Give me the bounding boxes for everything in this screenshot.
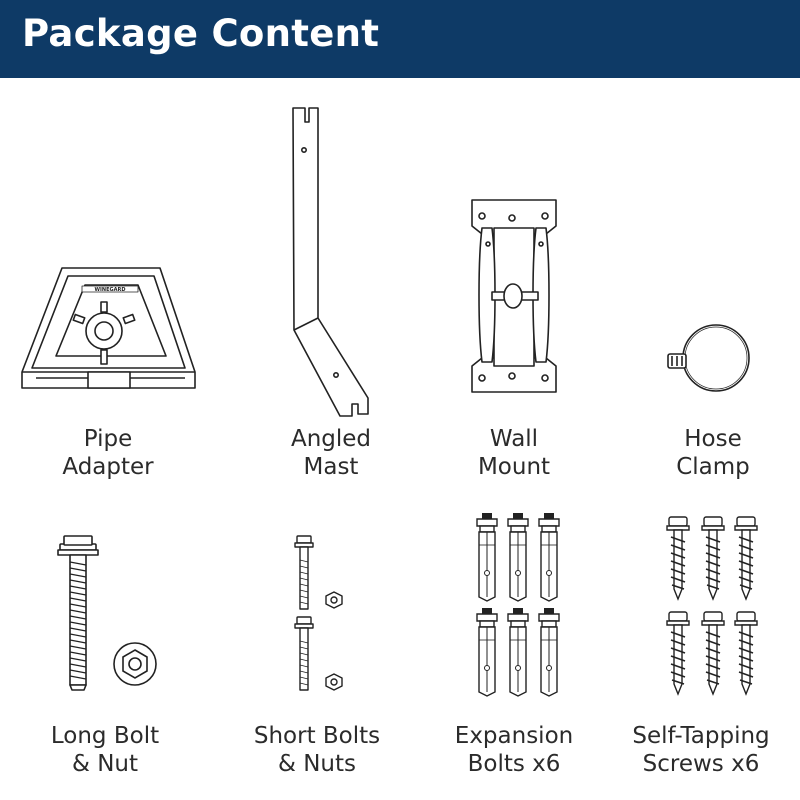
item-label: Short Bolts& Nuts [253, 723, 381, 777]
item-label: Long Bolt& Nut [50, 723, 160, 777]
header-banner: Package Content [0, 0, 800, 78]
page-title: Package Content [22, 12, 380, 55]
adapter-logo-text: WINEGARD [95, 287, 126, 293]
